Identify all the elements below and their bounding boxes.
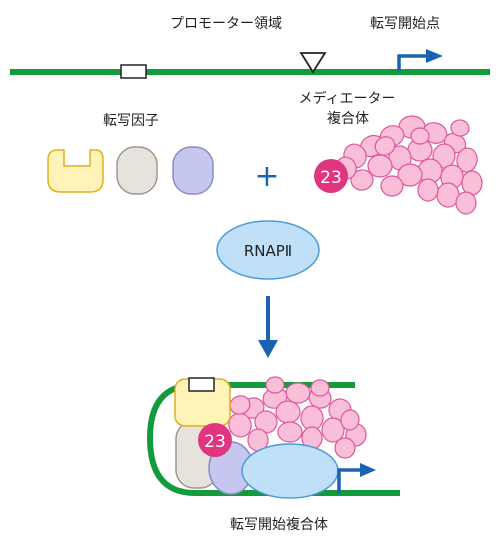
mediator-subunit-blob	[321, 417, 345, 443]
mediator-subunit-blob	[450, 119, 470, 137]
promoter-box	[120, 64, 147, 79]
arrow-down-icon	[258, 296, 278, 358]
bent-arrow-icon	[397, 49, 443, 72]
mediator-subunit-blob	[367, 154, 393, 178]
label-complex-subunit-23: 23	[204, 432, 226, 452]
complex-subunit-23	[198, 423, 232, 457]
complex-mediator	[228, 376, 367, 459]
complex-promoter-box	[188, 377, 215, 392]
mediator-subunit-blob	[397, 163, 423, 187]
label-transcription-factor: 転写因子	[103, 113, 159, 129]
transcription-factor-gray	[116, 146, 158, 195]
rnap-ii	[216, 220, 320, 280]
mediator-subunit-blob	[461, 170, 483, 196]
transcription-factor-lavender	[172, 146, 214, 195]
mediator-subunit-blob	[275, 400, 301, 424]
mediator-subunit-blob	[380, 175, 404, 197]
mediator-complex	[335, 115, 483, 215]
label-tss: 転写開始点	[370, 16, 440, 32]
mediator-subunit-blob	[285, 382, 311, 404]
mediator-subunit-blob	[310, 379, 330, 397]
mediator-subunit-blob	[456, 147, 478, 173]
label-mediator-line1: メディエーター	[298, 90, 395, 107]
label-mediator-line2: 複合体	[327, 110, 369, 127]
plus-sign: +	[254, 159, 279, 194]
mediator-subunit-blob	[334, 437, 356, 459]
mediator-subunit-blob	[410, 127, 430, 145]
mediator-subunit-blob	[254, 410, 278, 434]
transcription-factor-yellow	[47, 149, 104, 193]
mediator-subunit-blob	[417, 178, 439, 202]
mediator-subunit-blob	[277, 421, 303, 443]
complex-rnap-ii	[241, 443, 339, 499]
triangle-down-icon	[299, 52, 327, 74]
mediator-subunit-blob	[350, 169, 374, 191]
label-promoter-region: プロモーター領域	[170, 15, 282, 32]
mediator-subunit-blob	[455, 191, 477, 215]
complex-bent-arrow-icon	[337, 463, 376, 493]
label-subunit-23: 23	[320, 168, 342, 188]
mediator-subunit-blob	[374, 136, 396, 156]
mediator-subunit-23	[314, 159, 348, 193]
mediator-subunit-blob	[340, 409, 360, 431]
label-initiation-complex: 転写開始複合体	[230, 516, 328, 533]
mediator-subunit-blob	[265, 376, 285, 394]
label-rnap-ii: RNAPⅡ	[244, 242, 292, 260]
